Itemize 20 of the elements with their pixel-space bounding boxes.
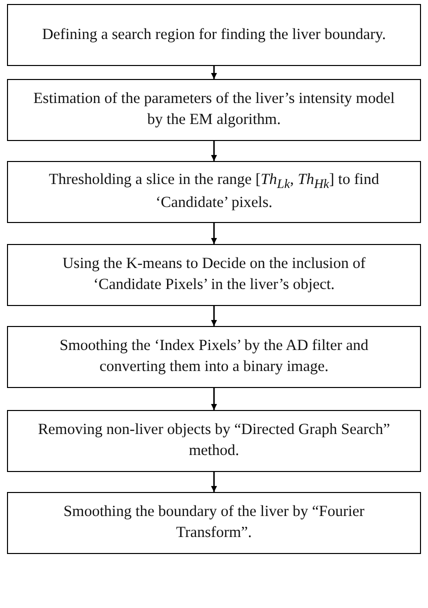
step-text: Smoothing the ‘Index Pixels’ by the AD filter and converting them into a binary image. <box>58 336 370 377</box>
process-box <box>7 410 421 472</box>
process-box <box>7 244 421 306</box>
process-box <box>7 79 421 141</box>
arrow <box>211 223 217 244</box>
step-text: Thresholding a slice in the range [Th$_{Lk}$, Th$_{Hk}$] to find ‘Candidate’ pixels. <box>48 170 380 213</box>
step-text: Defining a search region for finding the liver boundary. <box>42 24 386 45</box>
arrow <box>211 306 217 326</box>
process-box <box>7 4 421 66</box>
step-text: Estimation of the parameters of the liver’s intensity model by the EM algorithm. <box>32 89 396 130</box>
process-box <box>7 161 421 223</box>
arrow <box>211 388 217 410</box>
arrow <box>211 66 217 79</box>
step-text: Smoothing the boundary of the liver by “Fourier Transform”. <box>62 502 366 543</box>
process-box <box>7 326 421 388</box>
arrow <box>211 472 217 492</box>
step-text: Using the K-means to Decide on the inclusion of ‘Candidate Pixels’ in the liver’s object. <box>61 254 367 295</box>
process-box <box>7 492 421 554</box>
step-text: Removing non-liver objects by “Directed Graph Search” method. <box>36 420 392 461</box>
arrow <box>211 141 217 161</box>
